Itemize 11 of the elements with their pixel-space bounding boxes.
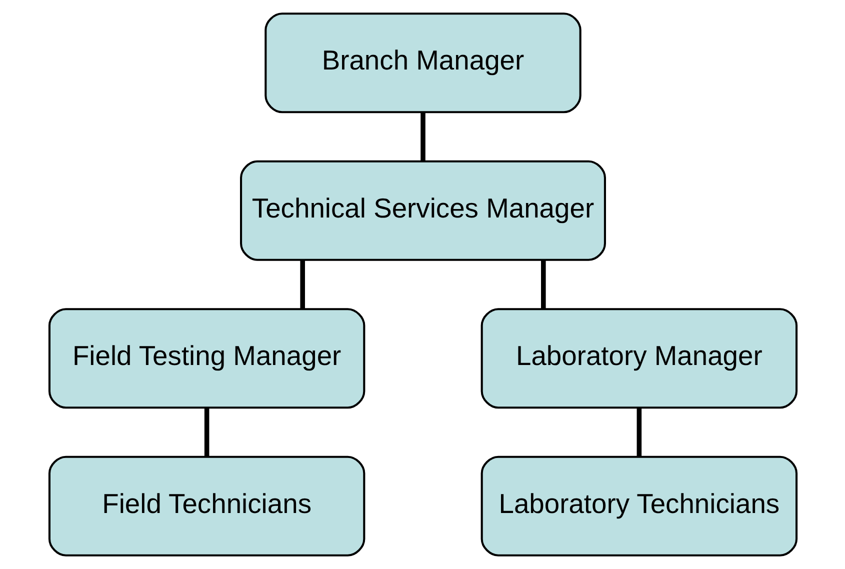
connector: [540, 260, 546, 309]
node-box: Branch Manager: [264, 12, 581, 114]
connector: [204, 408, 209, 456]
node-box: Laboratory Technicians: [480, 456, 798, 556]
connector: [300, 260, 304, 309]
node-box: Technical Services Manager: [240, 160, 606, 261]
connector: [636, 408, 642, 456]
node-box: Field Testing Manager: [48, 308, 365, 409]
node-box: Field Technicians: [48, 456, 365, 556]
connector: [420, 112, 425, 161]
node-box: Laboratory Manager: [480, 308, 798, 409]
